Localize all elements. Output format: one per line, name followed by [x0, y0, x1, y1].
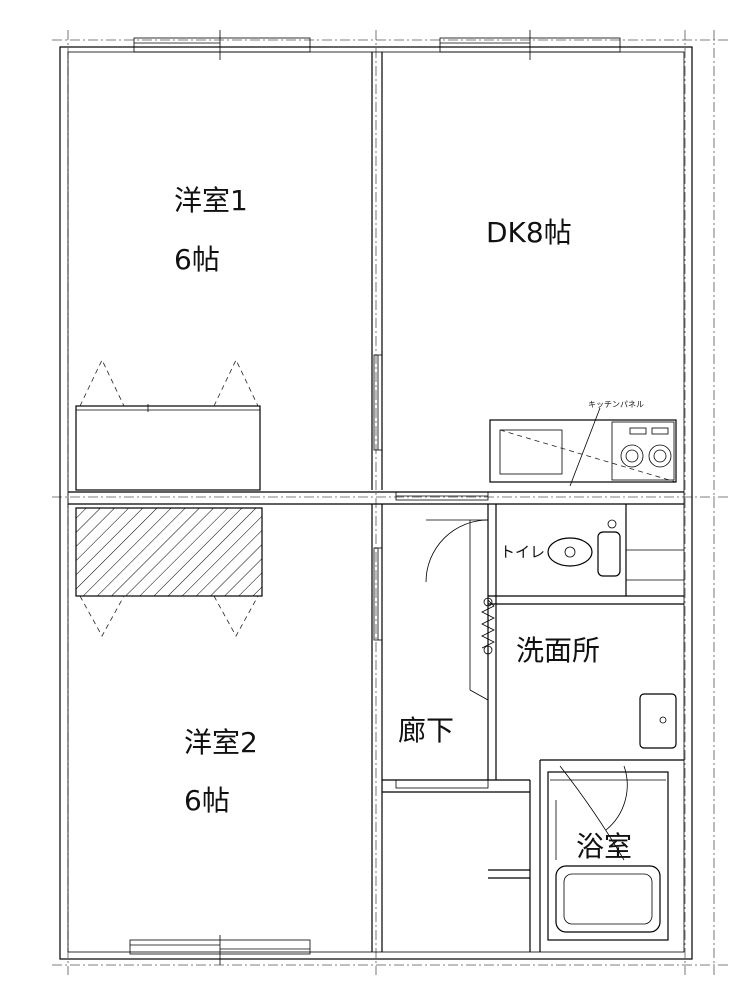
sliding-door-dk-hall — [395, 491, 489, 501]
room-label-bedroom2: 洋室2 — [184, 726, 258, 759]
room-label-toilet: トイレ — [500, 543, 545, 561]
window-bedroom2 — [129, 935, 311, 965]
closet-bedroom2 — [75, 507, 263, 637]
folding-door-washroom — [469, 520, 495, 701]
toilet-bowl — [547, 519, 621, 577]
window-dk — [439, 30, 621, 60]
outer-walls — [59, 46, 693, 960]
sliding-door-bedroom1-dk — [373, 354, 383, 451]
room-label-bathroom: 浴室 — [576, 830, 632, 863]
washbasin — [639, 693, 677, 749]
kitchen-counter — [489, 407, 677, 487]
toilet-door — [425, 519, 489, 583]
room-label-hallway: 廊下 — [398, 714, 454, 747]
closet-bedroom1 — [75, 359, 261, 491]
window-bedroom1 — [133, 30, 311, 60]
bathroom-door — [559, 765, 628, 861]
sliding-door-hall-south — [395, 779, 489, 789]
room-label-bedroom1: 洋室1 — [174, 184, 248, 217]
room-size-bedroom2: 6帖 — [184, 784, 230, 817]
interior-walls — [68, 52, 684, 952]
room-label-washroom: 洗面所 — [516, 634, 600, 667]
sliding-door-bedroom2-hall — [373, 547, 383, 641]
room-size-bedroom1: 6帖 — [174, 243, 220, 276]
room-label-dk: DK8帖 — [486, 216, 572, 249]
bathtub — [547, 771, 669, 941]
kitchen-panel-label: キッチンパネル — [588, 400, 644, 409]
